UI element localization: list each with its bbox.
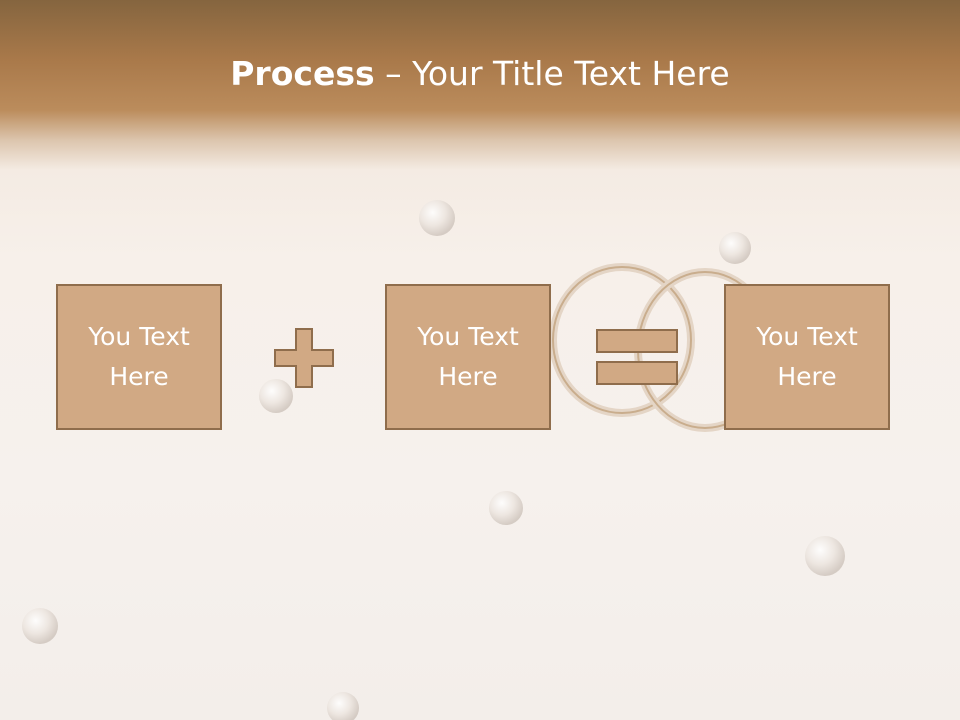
text-box-3-label: You Text Here [756,322,858,391]
text-box-3[interactable]: You Text Here [724,284,890,430]
text-box-2-label: You Text Here [417,322,519,391]
pearl-image [22,200,845,720]
text-box-1[interactable]: You Text Here [56,284,222,430]
text-box-2[interactable]: You Text Here [385,284,551,430]
title-rest: – Your Title Text Here [374,54,730,93]
slide-title: Process – Your Title Text Here [0,52,960,96]
text-box-1-label: You Text Here [88,322,190,391]
equals-icon [596,329,678,385]
title-bold: Process [230,54,375,93]
plus-icon [274,328,334,388]
